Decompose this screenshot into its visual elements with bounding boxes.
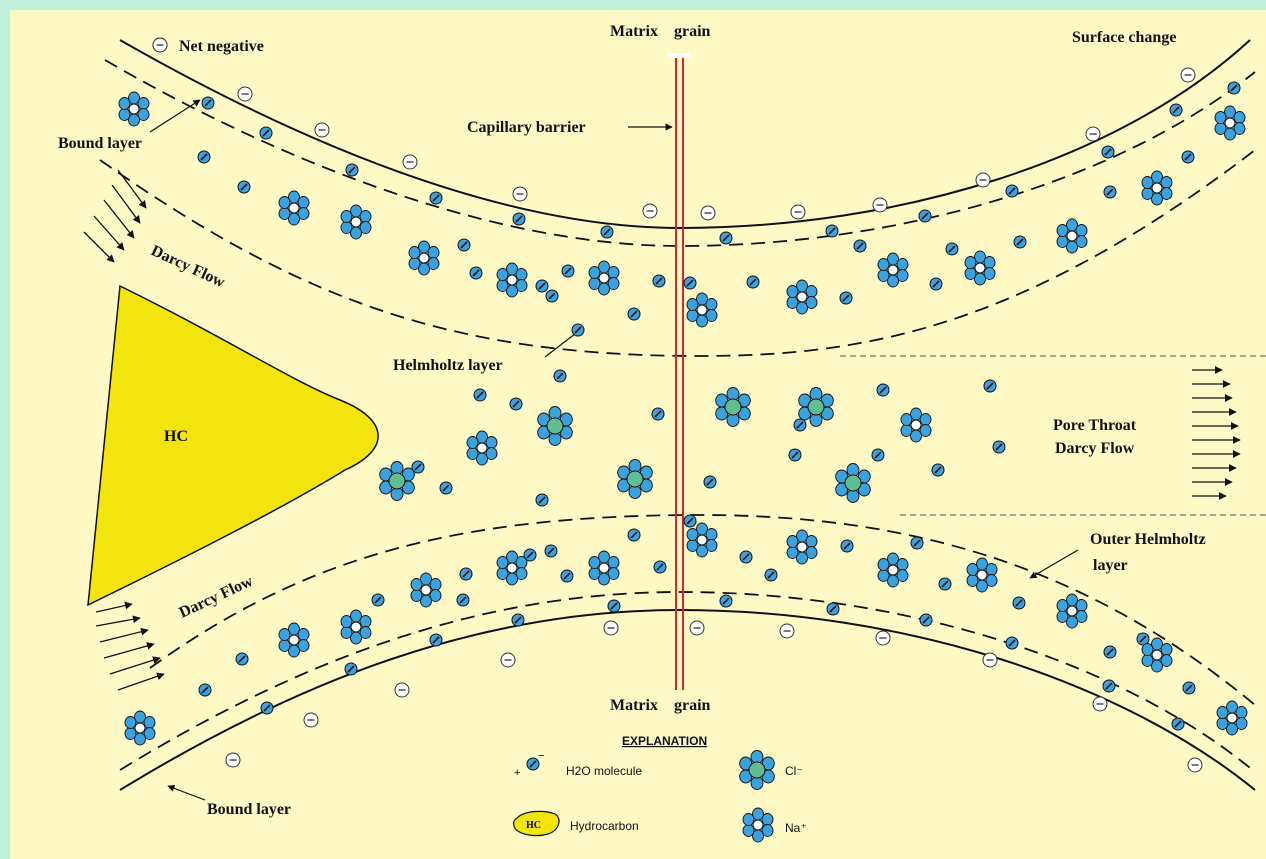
bound-layer-bottom-leader <box>168 786 205 800</box>
legend-chloride-icon <box>740 751 775 790</box>
bound-layer-top-leader <box>150 100 200 132</box>
legend-sodium-label: Na⁺ <box>785 821 807 835</box>
pore-throat-flow-arrows <box>1192 370 1240 496</box>
helmholtz-layer-label: Helmholtz layer <box>393 357 503 374</box>
pore-throat-label-line1: Pore Throat <box>1053 417 1137 434</box>
legend-hydrocarbon-icon: HC <box>514 811 559 835</box>
legend-hydrocarbon-label: Hydrocarbon <box>570 819 639 833</box>
net-negative-label: Net negative <box>179 38 264 55</box>
diagram-svg: Net negative Matrix grain Surface change… <box>10 10 1266 859</box>
net-negative-label-group: Net negative <box>153 38 264 55</box>
upper-helmholtz-boundary <box>100 150 1255 356</box>
surface-change-label: Surface change <box>1072 29 1176 46</box>
outer-helmholtz-label-line1: Outer Helmholtz <box>1090 531 1206 548</box>
upper-bound-layer-boundary <box>105 60 1255 246</box>
hc-label: HC <box>164 428 188 445</box>
svg-text:−: − <box>538 750 544 762</box>
pore-throat-diagram: Net negative Matrix grain Surface change… <box>10 10 1266 859</box>
outer-helmholtz-label-line2: layer <box>1093 557 1128 574</box>
darcy-flow-bottom-label: Darcy Flow <box>177 573 256 622</box>
grain-contact-marker <box>667 53 691 58</box>
legend-h2o-label: H2O molecule <box>566 764 642 778</box>
bound-layer-top-label: Bound layer <box>58 135 142 152</box>
capillary-barrier-label: Capillary barrier <box>467 119 586 136</box>
chloride-ions <box>380 388 871 503</box>
svg-text:+: + <box>514 767 520 779</box>
matrix-grain-top-label: Matrix grain <box>610 23 711 40</box>
legend: EXPLANATION + − H2O molecule HC Hydrocar… <box>514 734 807 842</box>
legend-chloride-label: Cl⁻ <box>785 764 803 778</box>
legend-h2o-icon: + − <box>514 750 544 779</box>
pore-throat-label-line2: Darcy Flow <box>1055 440 1135 457</box>
darcy-flow-arrows-bottom <box>96 604 164 690</box>
bound-layer-bottom-label: Bound layer <box>207 801 291 818</box>
hydrocarbon-blob <box>88 286 378 605</box>
darcy-flow-arrows-top <box>84 170 146 262</box>
outer-helmholtz-leader <box>1030 550 1078 578</box>
darcy-flow-top-label: Darcy Flow <box>148 242 227 291</box>
legend-hc-symbol: HC <box>526 820 541 831</box>
legend-sodium-icon <box>743 808 773 842</box>
legend-title: EXPLANATION <box>622 734 707 748</box>
matrix-grain-bottom-label: Matrix grain <box>610 697 711 714</box>
